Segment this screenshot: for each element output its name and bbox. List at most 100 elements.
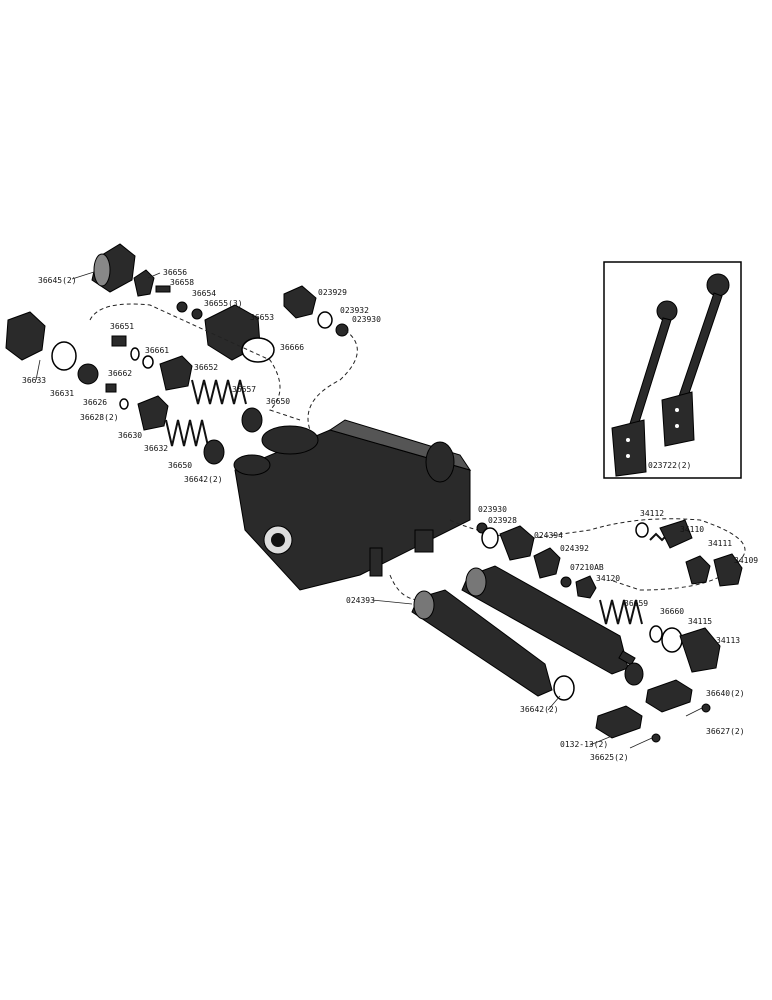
washer [130, 347, 140, 361]
part-label: 36645(2) [38, 276, 77, 285]
seal-36650b [203, 439, 225, 465]
clevis-hole [626, 454, 630, 458]
port-bore [271, 533, 285, 547]
clevis-hole [675, 424, 679, 428]
part-label: 36631 [50, 389, 74, 398]
part-36652 [159, 355, 193, 391]
part-024392 [533, 547, 561, 579]
part-label: 023930 [478, 505, 507, 514]
cap-face [93, 253, 111, 287]
mount-foot [369, 547, 383, 577]
part-label: 36642(2) [520, 705, 559, 714]
leader-line [589, 735, 613, 746]
part-label: 36657 [232, 385, 256, 394]
seal-36650 [241, 407, 263, 433]
spool-upper-tip [618, 650, 636, 666]
assembly-path-spool [389, 574, 421, 601]
part-label: 36659 [624, 599, 648, 608]
part-label: 34111 [708, 539, 732, 548]
leader-line [147, 272, 161, 279]
oring-023928 [481, 527, 499, 549]
spool-lower [411, 589, 553, 697]
spring-36659 [599, 599, 643, 625]
ring [51, 341, 77, 371]
part-label: 36633 [22, 376, 46, 385]
part-label: 023928 [488, 516, 517, 525]
cap-36633 [5, 311, 46, 361]
part-label: 023722(2) [648, 461, 691, 470]
part-36630 [137, 395, 169, 431]
part-36655 [191, 308, 203, 320]
part-label: 36650 [266, 397, 290, 406]
part-34113 [679, 627, 721, 673]
part-36654 [176, 301, 188, 313]
lever-clevis-left [611, 419, 647, 477]
part-label: 36626 [83, 398, 107, 407]
spools: 024393 36642(2) [346, 565, 644, 714]
washer-36628 [119, 398, 129, 410]
assembly-path-right [449, 518, 746, 591]
ball-023930 [335, 323, 349, 337]
ball-07210 [560, 576, 572, 588]
leader-lines [35, 271, 613, 746]
part-label: 36661 [145, 346, 169, 355]
part-label: 36654 [192, 289, 216, 298]
part-34120 [575, 575, 597, 599]
part-34111 [685, 555, 711, 585]
clevis-hole [675, 408, 679, 412]
washer-36660 [649, 625, 663, 643]
part-label: 36652 [194, 363, 218, 372]
part-34110-body [659, 519, 693, 549]
part-label: 34113 [716, 636, 740, 645]
part-label: 024394 [534, 531, 563, 540]
part-36651 [111, 335, 127, 347]
leader-line [71, 271, 95, 280]
ring-36666 [241, 337, 275, 363]
part-36656 [133, 269, 155, 297]
oring-023932 [317, 311, 333, 329]
washer [142, 355, 154, 369]
lever-shaft-right [675, 292, 723, 409]
clevis-hole [626, 438, 630, 442]
upper-left-parts: 36645(2) 36656 36658 36654 36655(3) 3665… [38, 243, 381, 363]
part-label: 024392 [560, 544, 589, 553]
pin-36627 [685, 707, 703, 717]
part-label: 023930 [352, 315, 381, 324]
part-label: 36651 [110, 322, 134, 331]
spool-lower-end [413, 590, 435, 620]
leader-line [547, 695, 561, 711]
part-label: 34120 [596, 574, 620, 583]
top-mount-boss [425, 441, 455, 483]
part-label: 36650 [168, 461, 192, 470]
part-label: 34115 [688, 617, 712, 626]
lower-bore-boss [233, 454, 271, 476]
valve-body [233, 419, 472, 591]
plug-023929 [283, 285, 317, 319]
part-label: 024393 [346, 596, 375, 605]
right-side-parts: 023930 023928 024394 024392 07210AB 3412… [476, 505, 758, 673]
oring-34112 [635, 522, 649, 538]
part-label: 34109 [734, 556, 758, 565]
part-label: 0132-13(2) [560, 740, 608, 749]
pin-head [701, 703, 711, 713]
seal-right [624, 662, 644, 686]
part-36658 [155, 285, 171, 293]
part-label: 36660 [660, 607, 684, 616]
lever-clevis-right [661, 391, 695, 447]
part-label: 36662 [108, 369, 132, 378]
upper-bore-boss [261, 425, 319, 455]
part-label: 36653 [250, 313, 274, 322]
disc-36631 [77, 363, 99, 385]
lever-knob-left [656, 300, 678, 322]
spool-upper-end [465, 567, 487, 597]
link-second [595, 705, 643, 739]
lever-knob-right [706, 273, 730, 297]
part-label: 36666 [280, 343, 304, 352]
part-label: 023932 [340, 306, 369, 315]
part-label: 07210AB [570, 563, 604, 572]
part-label: 34110 [680, 525, 704, 534]
part-label: 36627(2) [706, 727, 745, 736]
link-36640 [645, 679, 693, 713]
